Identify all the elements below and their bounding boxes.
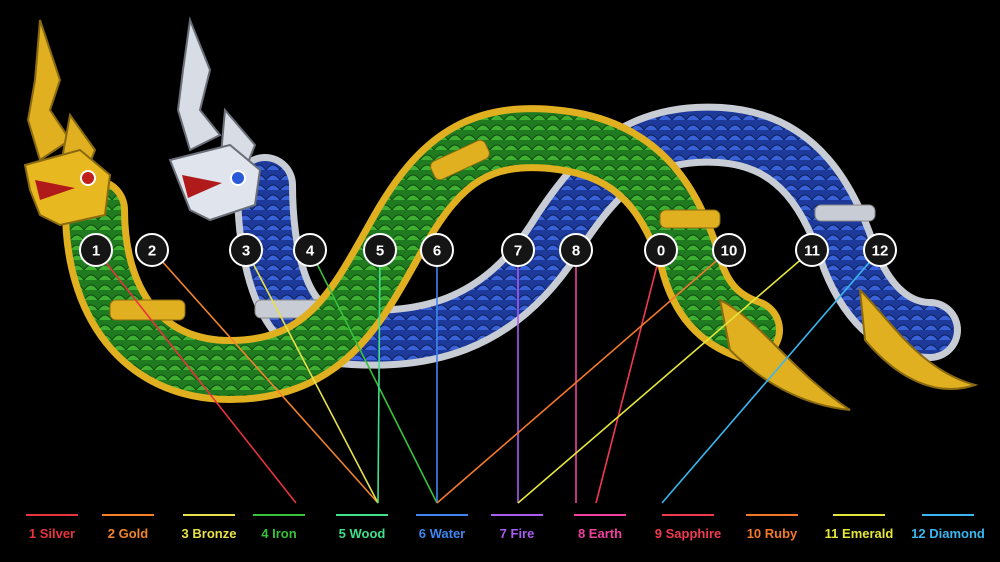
legend-item: 7 Fire <box>491 514 543 541</box>
legend-label: 11 Emerald <box>825 526 894 541</box>
marker-label: 4 <box>306 243 315 260</box>
marker-circle <box>135 233 169 267</box>
marker-circle <box>420 233 454 267</box>
connector-line <box>436 249 730 504</box>
number-marker: 11 <box>795 233 829 267</box>
marker-circle <box>79 233 113 267</box>
marker-circle <box>229 233 263 267</box>
legend-item: 6 Water <box>416 514 468 541</box>
legend-label: 8 Earth <box>578 526 622 541</box>
marker-label: 1 <box>92 243 100 260</box>
legend-item: 12 Diamond <box>911 514 985 541</box>
legend-item: 1 Silver <box>26 514 78 541</box>
marker-circle <box>644 233 678 267</box>
number-marker: 2 <box>135 233 169 267</box>
marker-label: 2 <box>148 243 156 260</box>
marker-label: 10 <box>721 243 738 260</box>
connector-line <box>95 249 297 504</box>
marker-label: 7 <box>514 243 522 260</box>
marker-label: 3 <box>242 243 250 260</box>
marker-circle <box>501 233 535 267</box>
connector-lines <box>95 249 881 504</box>
connector-line <box>151 249 379 504</box>
blue-naga-head <box>168 16 262 222</box>
marker-label: 12 <box>872 243 889 260</box>
number-marker: 0 <box>644 233 678 267</box>
number-marker: 7 <box>501 233 535 267</box>
number-marker: 1 <box>79 233 113 267</box>
connector-line <box>309 249 438 504</box>
legend-item: 10 Ruby <box>746 514 798 541</box>
number-marker: 3 <box>229 233 263 267</box>
green-serpent-band <box>430 139 490 181</box>
green-naga-head <box>23 19 112 227</box>
legend-label: 12 Diamond <box>911 526 985 541</box>
green-serpent-tail <box>718 298 851 411</box>
legend-label: 5 Wood <box>339 526 386 541</box>
connector-line <box>661 249 881 504</box>
marker-label: 0 <box>657 243 665 260</box>
marker-label: 5 <box>376 243 384 260</box>
green-serpent <box>62 105 783 404</box>
head-eye <box>80 170 96 186</box>
connector-line <box>595 249 662 504</box>
number-marker: 8 <box>559 233 593 267</box>
legend-label: 6 Water <box>419 526 465 541</box>
legend-item: 11 Emerald <box>825 514 894 541</box>
legend-label: 7 Fire <box>500 526 535 541</box>
legend-item: 8 Earth <box>574 514 626 541</box>
legend-label: 3 Bronze <box>182 526 237 541</box>
legend-label: 9 Sapphire <box>655 526 721 541</box>
legend-item: 2 Gold <box>102 514 154 541</box>
connector-line <box>377 249 381 504</box>
marker-label: 11 <box>804 243 820 260</box>
marker-circle <box>795 233 829 267</box>
marker-label: 6 <box>433 243 441 260</box>
number-marker: 5 <box>363 233 397 267</box>
number-marker: 4 <box>293 233 327 267</box>
marker-circle <box>363 233 397 267</box>
marker-label: 8 <box>572 243 580 260</box>
legend-label: 4 Iron <box>261 526 296 541</box>
marker-circle <box>293 233 327 267</box>
head-eye <box>230 170 246 186</box>
head-mouth <box>182 175 222 198</box>
marker-circle <box>863 233 897 267</box>
legend-item: 9 Sapphire <box>655 514 721 541</box>
legend-item: 5 Wood <box>336 514 388 541</box>
green-serpent-band <box>109 299 186 321</box>
connector-line <box>245 249 379 504</box>
legend-label: 10 Ruby <box>747 526 798 541</box>
green-serpent-body <box>69 112 776 397</box>
green-serpent-band <box>659 209 721 229</box>
number-marker: 10 <box>712 233 746 267</box>
head-mouth <box>35 180 75 200</box>
legend-label: 1 Silver <box>29 526 75 541</box>
blue-serpent-band <box>814 204 876 222</box>
silver-crest <box>176 16 222 152</box>
blue-serpent-tail <box>858 287 979 390</box>
number-marker: 12 <box>863 233 897 267</box>
marker-circle <box>559 233 593 267</box>
gold-crest <box>26 19 72 162</box>
connector-line <box>517 249 813 504</box>
legend-item: 3 Bronze <box>182 514 237 541</box>
legend-label: 2 Gold <box>108 526 149 541</box>
legend-item: 4 Iron <box>253 514 305 541</box>
number-marker: 6 <box>420 233 454 267</box>
marker-circle <box>712 233 746 267</box>
legend: 1 Silver 2 Gold 3 Bronze 4 Iron 5 Wood 6 Wate… <box>26 514 985 541</box>
